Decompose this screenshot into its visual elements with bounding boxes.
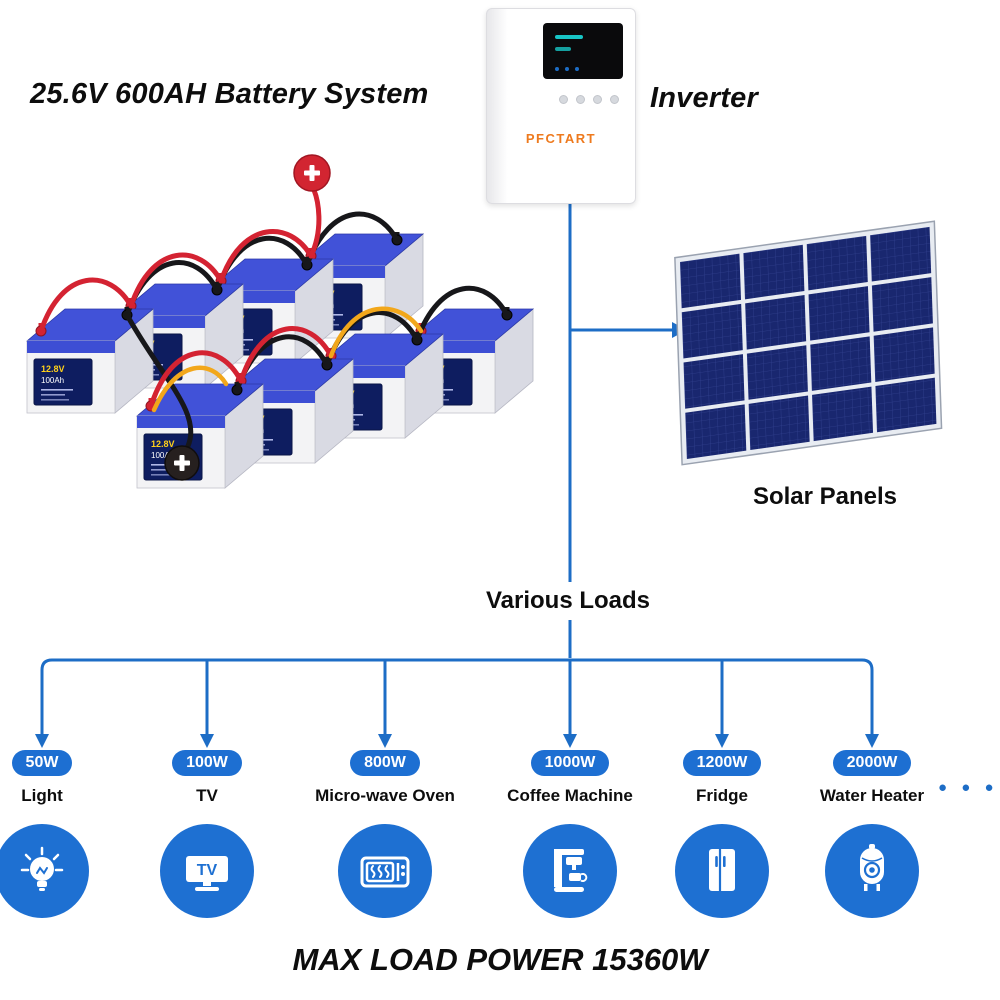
water-heater-icon (825, 824, 919, 918)
fridge-icon (675, 824, 769, 918)
load-name: Fridge (696, 786, 748, 805)
battery-system-title: 25.6V 600AH Battery System (30, 78, 429, 110)
inverter-display-screen (543, 23, 623, 79)
inverter-label: Inverter (650, 82, 758, 114)
various-loads-header: Various Loads (485, 587, 651, 614)
load-item-water-heater: 2000W Water Heater (787, 750, 957, 918)
load-item-fridge: 1200W Fridge (637, 750, 807, 918)
battery-bank-illustration: 12.8V 100Ah (26, 154, 534, 489)
wattage-badge: 2000W (832, 750, 912, 776)
inverter-brand-label: PFCTART (525, 131, 597, 146)
wattage-badge: 800W (350, 750, 420, 776)
wattage-badge: 1000W (530, 750, 610, 776)
coffee-machine-icon (523, 824, 617, 918)
solar-panels-label: Solar Panels (752, 483, 898, 510)
lightbulb-icon (0, 824, 89, 918)
microwave-icon (338, 824, 432, 918)
solar-panel-illustration (674, 220, 943, 466)
load-name: Coffee Machine (507, 786, 633, 805)
wattage-badge: 100W (172, 750, 242, 776)
load-name: TV (196, 786, 218, 805)
more-loads-ellipsis: ● ● ● (938, 779, 999, 796)
load-name: Micro-wave Oven (315, 786, 455, 805)
inverter-buttons (559, 95, 619, 104)
negative-terminal-icon (164, 445, 200, 481)
load-item-microwave: 800W Micro-wave Oven (300, 750, 470, 918)
positive-terminal-icon (293, 154, 331, 192)
distribution-bus-line (40, 658, 874, 734)
load-item-tv: 100W TV TV (122, 750, 292, 918)
load-name: Light (21, 786, 63, 805)
load-item-light: 50W Light (0, 750, 127, 918)
tv-screen-text: TV (197, 862, 218, 879)
tv-icon: TV (160, 824, 254, 918)
wattage-badge: 1200W (682, 750, 762, 776)
inverter-illustration: PFCTART (486, 8, 636, 204)
load-item-coffee-machine: 1000W Coffee Machine (485, 750, 655, 918)
load-name: Water Heater (819, 786, 925, 805)
max-load-power-text: MAX LOAD POWER 15360W (292, 942, 708, 977)
series-wiring (38, 187, 510, 449)
wattage-badge: 50W (11, 750, 73, 776)
